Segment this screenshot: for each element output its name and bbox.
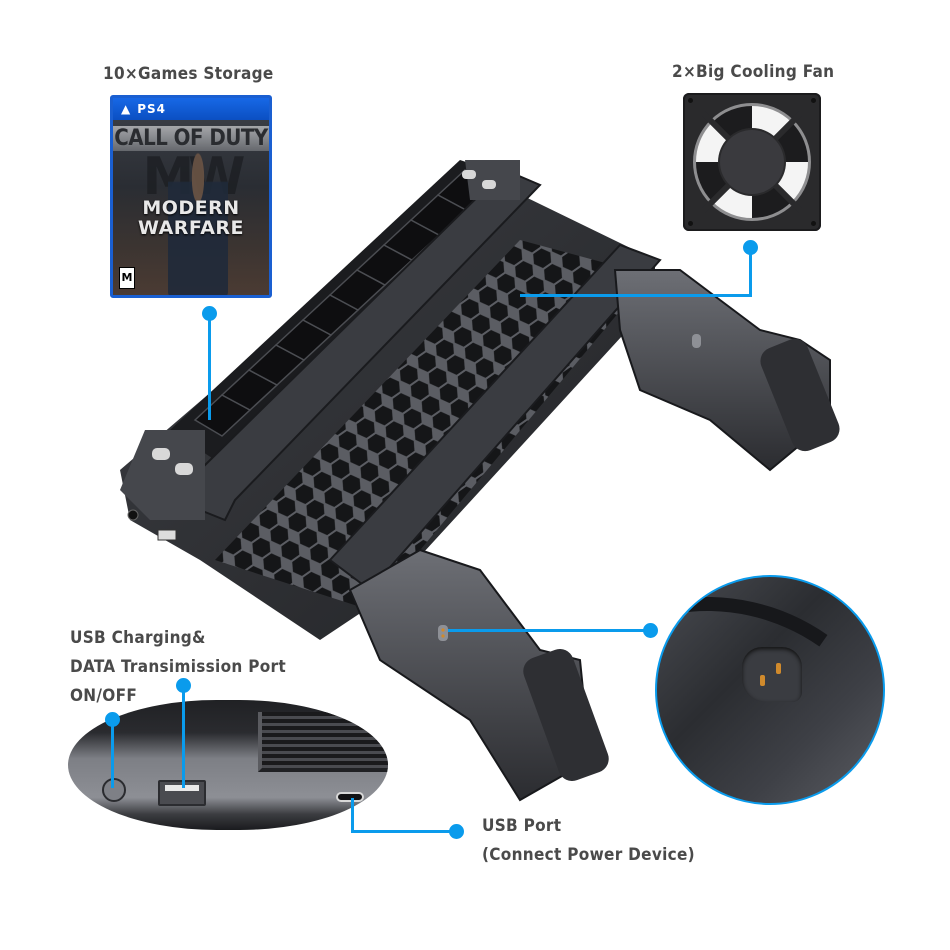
callout-dot-fan (743, 240, 758, 255)
callout-line-games (208, 316, 211, 420)
game-title-top: CALL OF DUTY (113, 126, 269, 151)
platform-label: PS4 (137, 102, 167, 116)
usb-port-label-line1: USB Port (482, 816, 562, 836)
port-detail-closeup (68, 700, 388, 830)
game-title-line1: MODERN (142, 197, 240, 219)
screw-hole (811, 98, 816, 103)
callout-line-pins (448, 629, 653, 632)
ps4-banner: ▲ PS4 (113, 98, 269, 120)
esrb-rating-badge: M (119, 267, 135, 289)
micro-usb-port-icon (336, 792, 364, 802)
charging-pin-closeup (655, 575, 885, 805)
callout-line-fan (749, 250, 752, 296)
screw-hole (688, 98, 693, 103)
game-title-line2: WARFARE (137, 217, 245, 239)
cooling-fan-label: 2×Big Cooling Fan (672, 62, 835, 82)
screw-hole (688, 221, 693, 226)
usb-charging-label-line2: DATA Transimission Port (70, 657, 286, 677)
charging-pin-icon (776, 663, 781, 674)
callout-line-usb-port-h (351, 830, 455, 833)
soldier-artwork (168, 148, 228, 295)
games-storage-label: 10×Games Storage (103, 64, 274, 84)
power-button-icon (102, 778, 126, 802)
callout-dot-onoff (105, 712, 120, 727)
game-box-image: ▲ PS4 CALL OF DUTY MW MODERN WARFARE M (110, 95, 272, 298)
charging-socket (742, 647, 802, 702)
usb-charging-label-line1: USB Charging& (70, 628, 206, 648)
callout-line-usb-charging (182, 688, 185, 788)
callout-dot-pins (643, 623, 658, 638)
callout-line-usb-port-v (351, 798, 354, 832)
callout-line-fan-h (520, 294, 752, 297)
callout-dot-usb-charging (176, 678, 191, 693)
cooling-fan-image (683, 93, 821, 231)
on-off-label: ON/OFF (70, 686, 138, 706)
callout-line-onoff (111, 720, 114, 788)
fan-hub (720, 130, 784, 194)
vent-grille (258, 712, 388, 772)
callout-dot-games (202, 306, 217, 321)
usb-port-label-line2: (Connect Power Device) (482, 845, 695, 865)
charging-pin-icon (760, 675, 765, 686)
game-title-main: MODERN WARFARE (113, 198, 269, 238)
playstation-logo-icon: ▲ (121, 102, 132, 116)
screw-hole (811, 221, 816, 226)
callout-dot-usb-port (449, 824, 464, 839)
